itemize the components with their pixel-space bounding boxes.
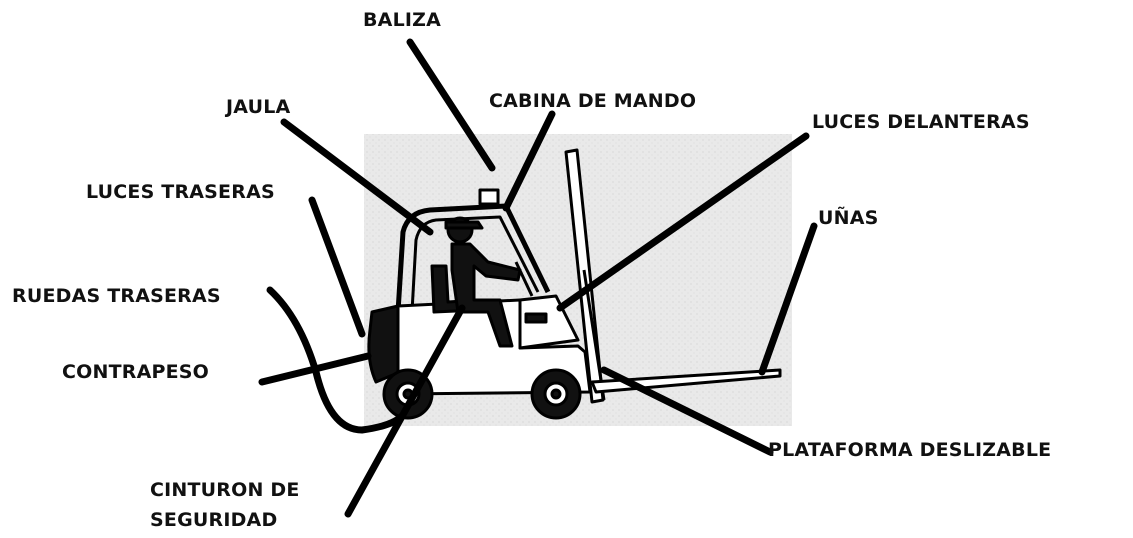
leader-cabina	[502, 110, 556, 212]
label-luces-traseras: LUCES TRASERAS	[86, 181, 275, 203]
label-contrapeso: CONTRAPESO	[62, 361, 210, 383]
leader-lines	[258, 38, 818, 518]
label-jaula: JAULA	[226, 96, 291, 118]
leader-baliza	[406, 38, 496, 172]
leader-luces-delanteras	[556, 132, 810, 312]
leader-plataforma	[600, 366, 774, 456]
overhead-guard	[395, 203, 551, 313]
leader-unas	[758, 222, 818, 376]
front-wheel	[530, 368, 582, 420]
leader-ruedas-traseras	[266, 286, 406, 434]
label-baliza: BALIZA	[363, 9, 442, 31]
beacon	[478, 188, 500, 206]
leader-luces-traseras	[308, 196, 366, 338]
label-unas: UÑAS	[818, 207, 879, 229]
label-ruedas-traseras: RUEDAS TRASERAS	[12, 285, 221, 307]
counterweight	[367, 304, 402, 384]
label-luces-delanteras: LUCES DELANTERAS	[812, 111, 1030, 133]
leader-contrapeso	[258, 352, 372, 386]
label-cabina-de-mando: CABINA DE MANDO	[489, 90, 697, 112]
label-cinturon-line2: SEGURIDAD	[150, 509, 278, 531]
label-cinturon-line1: CINTURON DE	[150, 479, 300, 501]
leader-jaula	[280, 118, 434, 236]
operator-body	[450, 242, 522, 348]
dashboard	[518, 294, 580, 350]
label-plataforma-deslizable: PLATAFORMA DESLIZABLE	[768, 439, 1052, 461]
leader-cinturon	[344, 304, 466, 518]
